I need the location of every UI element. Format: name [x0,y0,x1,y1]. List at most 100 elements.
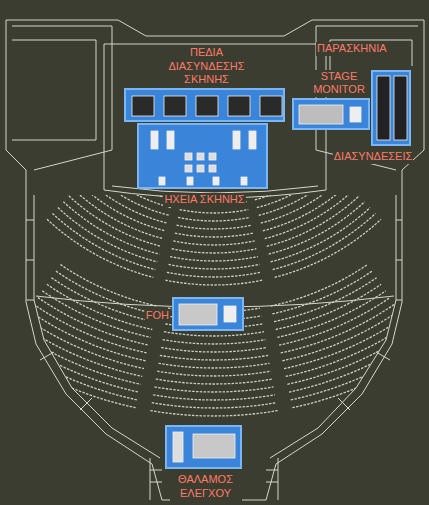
equipment-icon [185,165,192,172]
equipment-icon [213,177,219,185]
equipment-icon [193,434,235,458]
seat-row [160,355,268,360]
seat-row [175,233,253,237]
room-label: ΠΑΡΑΣΚΗΝΙΑ [316,42,388,56]
seat-row [2,350,136,407]
equipment-area: FOH [172,297,244,331]
seat-row [170,257,258,261]
seat-row [154,387,273,392]
equipment-icon [377,76,390,140]
seat-row [165,280,262,285]
equipment-area: ΔΙΑΣΥΝΔΕΣΕΙΣ [371,70,411,146]
seat-row [159,363,270,368]
side-wall [34,195,396,458]
equipment-icon [196,96,218,116]
seat-row [277,291,385,337]
area-label: FOH [145,309,170,323]
seat-row [47,284,152,329]
seat-row [47,219,153,277]
seat-row [152,403,277,408]
seat-row [24,317,144,368]
equipment-icon [350,107,361,122]
equipment-icon [173,432,183,462]
seat-row [52,213,155,269]
equipment-icon [209,165,216,172]
equipment-area: ΘΑΛΑΜΟΣ ΕΛΕΓΧΟΥ [165,425,242,469]
seat-row [58,208,157,262]
equipment-icon [132,96,154,116]
seat-row [69,196,161,247]
seat-row [275,219,381,277]
area-label: ΠΕΔΙΑ ΔΙΑΣΥΝΔΕΣΗΣ ΣΚΗΝΗΣ [164,46,250,87]
seat-row [163,340,266,344]
equipment-icon [249,131,256,149]
equipment-icon [394,76,407,140]
seat-row [11,337,139,392]
seat-row [29,311,146,361]
equipment-icon [159,177,165,185]
seat-row [167,272,261,277]
seat-row [286,324,409,377]
equipment-icon [224,306,236,322]
equipment-icons [373,72,409,144]
equipment-icons [167,427,240,467]
equipment-area: STAGE MONITOR [292,98,370,130]
equipment-icons [126,90,283,120]
seat-row [292,350,426,407]
equipment-area: ΠΕΔΙΑ ΔΙΑΣΥΝΔΕΣΗΣ ΣΚΗΝΗΣ [124,88,285,122]
seat-row [63,202,159,254]
equipment-icons [174,299,242,329]
equipment-icons [294,100,368,128]
equipment-icon [167,131,174,149]
seat-row [287,331,412,385]
seat-row [271,208,370,262]
equipment-icon [197,165,204,172]
seat-row [150,411,277,416]
seat-row [267,196,359,247]
seat-row [180,210,249,213]
area-label: ΗΧΕΙΑ ΣΚΗΝΗΣ [163,193,245,207]
equipment-icon [209,153,216,160]
equipment-icon [228,96,250,116]
seat-row [153,395,275,400]
area-label: ΘΑΛΑΜΟΣ ΕΛΕΓΧΟΥ [170,473,242,501]
seat-row [38,298,149,346]
seat-row [60,264,157,306]
equipment-icon [179,304,217,325]
seat-row [279,298,390,346]
seat-row [172,249,257,253]
equipment-area: ΗΧΕΙΑ ΣΚΗΝΗΣ [137,123,268,189]
equipment-icon [197,153,204,160]
seat-row [291,344,422,400]
seat-row [157,371,271,376]
seat-row [276,284,381,329]
area-label: STAGE MONITOR [305,70,373,98]
seat-row [51,278,154,322]
seat-row [282,311,399,361]
equipment-icon [185,153,192,160]
seat-row [33,304,147,353]
equipment-icon [151,131,158,149]
seat-row [289,337,417,392]
seat-row [6,344,137,400]
seat-row [20,324,143,377]
seat-row [176,225,251,229]
seat-row [269,202,365,254]
side-rooms [26,220,402,410]
seat-row [169,264,260,269]
equipment-icons [139,125,266,187]
seat-row [161,348,267,352]
equipment-icon [241,177,247,185]
seat-row [281,304,395,353]
seat-row [15,331,140,385]
seat-row [178,217,250,221]
seat-row [261,178,343,223]
equipment-icon [187,177,193,185]
equipment-icon [233,131,240,149]
outer-wall [6,20,424,500]
seat-row [156,379,272,384]
equipment-icon [164,96,186,116]
seat-row [164,332,264,336]
seat-row [284,317,404,368]
equipment-icon [260,96,282,116]
